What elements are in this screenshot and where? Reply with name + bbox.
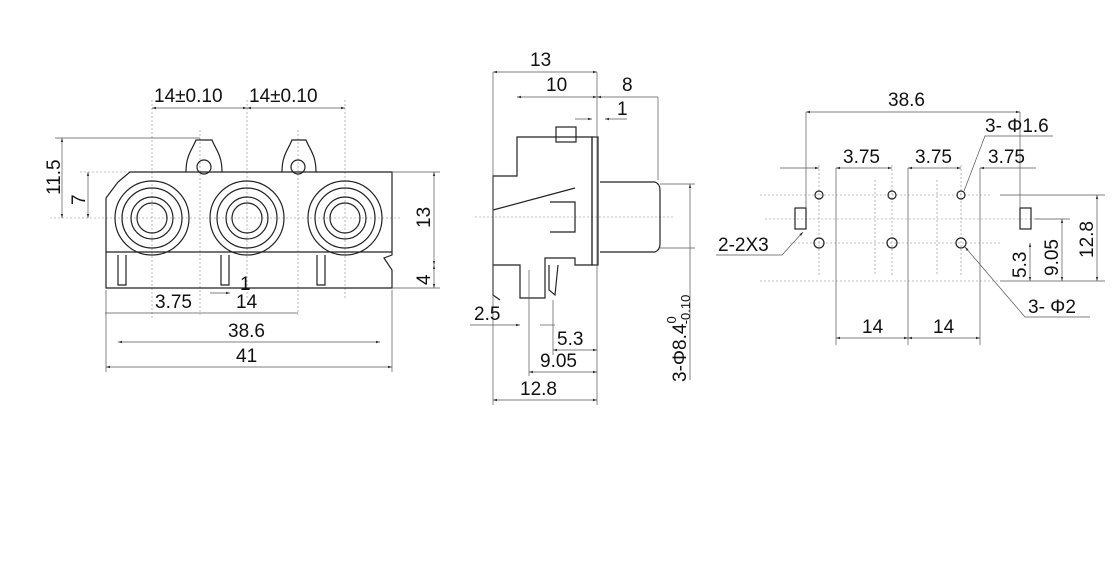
dim-41: 41 bbox=[236, 346, 257, 367]
jack-2 bbox=[209, 180, 285, 256]
dim-9-05-pcb: 9.05 bbox=[1042, 239, 1063, 276]
jack-1 bbox=[114, 180, 190, 256]
dim-38-6: 38.6 bbox=[228, 321, 265, 342]
dim-7: 7 bbox=[69, 194, 90, 205]
dim-14-a: 14 bbox=[862, 317, 884, 338]
dim-9-05: 9.05 bbox=[540, 351, 577, 372]
dim-5-3: 5.3 bbox=[557, 329, 583, 350]
dim-3-75-a: 3.75 bbox=[843, 147, 880, 168]
dim-3-75: 3.75 bbox=[155, 292, 192, 313]
dim-12-8-depth: 12.8 bbox=[520, 379, 557, 400]
dim-13-depth: 13 bbox=[530, 50, 551, 71]
dim-4: 4 bbox=[414, 274, 435, 285]
dim-14: 14 bbox=[236, 292, 258, 313]
dim-2-5: 2.5 bbox=[474, 304, 500, 325]
dim-1: 1 bbox=[240, 274, 251, 295]
jack-3 bbox=[307, 180, 383, 256]
dim-10: 10 bbox=[546, 75, 567, 96]
side-view: 13 10 8 1 2.5 5.3 9.05 12.8 3-Φ8.40-0.10 bbox=[470, 50, 695, 405]
front-view: 14±0.10 14±0.10 11.5 7 13 4 3.75 1 14 38… bbox=[44, 86, 440, 372]
dim-5-3-pcb: 5.3 bbox=[1010, 252, 1031, 278]
dim-diameter: 3-Φ8.40-0.10 bbox=[664, 295, 693, 382]
label-hole-2: 3- Φ2 bbox=[1028, 297, 1076, 318]
dim-38-6-pcb: 38.6 bbox=[888, 90, 925, 111]
dim-3-75-b: 3.75 bbox=[915, 147, 952, 168]
dim-13: 13 bbox=[414, 207, 435, 228]
dim-1-panel: 1 bbox=[617, 99, 628, 120]
dim-14-b: 14 bbox=[933, 317, 955, 338]
dim-pitch-2: 14±0.10 bbox=[249, 86, 318, 107]
dim-12-8-pcb: 12.8 bbox=[1077, 221, 1098, 258]
dim-3-75-c: 3.75 bbox=[988, 147, 1025, 168]
label-hole-1-6: 3- Φ1.6 bbox=[985, 116, 1049, 137]
dim-pitch-1: 14±0.10 bbox=[154, 86, 223, 107]
label-slot: 2-2X3 bbox=[718, 235, 769, 256]
dim-11-5: 11.5 bbox=[44, 159, 65, 195]
pcb-layout: 38.6 3.75 3.75 3.75 3- Φ1.6 2-2X3 3- Φ2 … bbox=[716, 90, 1105, 345]
dim-8: 8 bbox=[622, 75, 633, 96]
